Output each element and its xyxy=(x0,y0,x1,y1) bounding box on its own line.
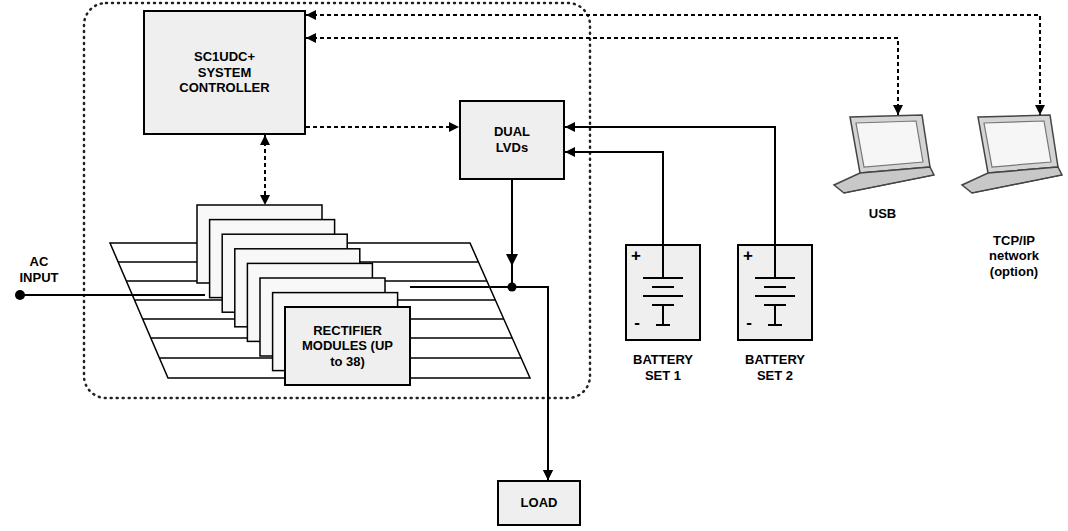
system-boundary xyxy=(84,3,590,398)
caption-area: USB xyxy=(830,201,935,227)
usb-laptop: USB xyxy=(830,115,935,230)
caption-area: BATTERY SET 1 xyxy=(620,345,706,390)
network-laptop: TCP/IP network (option) xyxy=(965,115,1063,290)
laptop-icon xyxy=(834,115,934,193)
node-text: LOAD xyxy=(521,495,558,511)
ac-input-terminal xyxy=(15,290,25,300)
caption-area: RECTIFIER MODULES (UP to 38) xyxy=(285,307,410,385)
node-text: TCP/IP network (option) xyxy=(983,233,1045,280)
power-line xyxy=(512,180,548,480)
node-text: USB xyxy=(869,206,896,222)
rectifier-stack: RECTIFIER MODULES (UP to 38) xyxy=(197,205,410,385)
battery-symbol xyxy=(738,245,812,340)
laptop-icon xyxy=(962,115,1062,193)
input-label: AC INPUT xyxy=(10,254,68,285)
caption-area: BATTERY SET 2 xyxy=(732,345,818,390)
control-link xyxy=(306,126,459,128)
control-link xyxy=(306,38,898,115)
polarity-sign: + xyxy=(629,246,643,266)
polarity-sign: - xyxy=(630,313,644,333)
caption-area: TCP/IP network (option) xyxy=(965,225,1063,287)
rectifier-cards xyxy=(197,205,410,385)
battery-symbol xyxy=(626,245,700,340)
power-line xyxy=(410,287,548,480)
node-text: SC1UDC+ SYSTEM CONTROLLER xyxy=(170,49,280,96)
battery-set: BATTERY SET 2 xyxy=(732,245,818,390)
lvd-box: DUAL LVDs xyxy=(459,100,565,180)
polarity-sign: - xyxy=(742,313,756,333)
node-text: BATTERY SET 2 xyxy=(740,352,810,383)
node-text: DUAL LVDs xyxy=(477,124,547,155)
node-text: BATTERY SET 1 xyxy=(628,352,698,383)
node-text: RECTIFIER MODULES (UP to 38) xyxy=(295,323,400,370)
power-line xyxy=(565,127,775,245)
polarity-sign: + xyxy=(741,246,755,266)
control-link xyxy=(306,15,1040,115)
ac-input-wire xyxy=(20,294,205,296)
control-link xyxy=(264,135,266,205)
power-line xyxy=(565,152,663,245)
battery-set: BATTERY SET 1 xyxy=(620,245,706,390)
load-box: LOAD xyxy=(497,480,581,526)
controller-box: SC1UDC+ SYSTEM CONTROLLER xyxy=(143,10,306,135)
